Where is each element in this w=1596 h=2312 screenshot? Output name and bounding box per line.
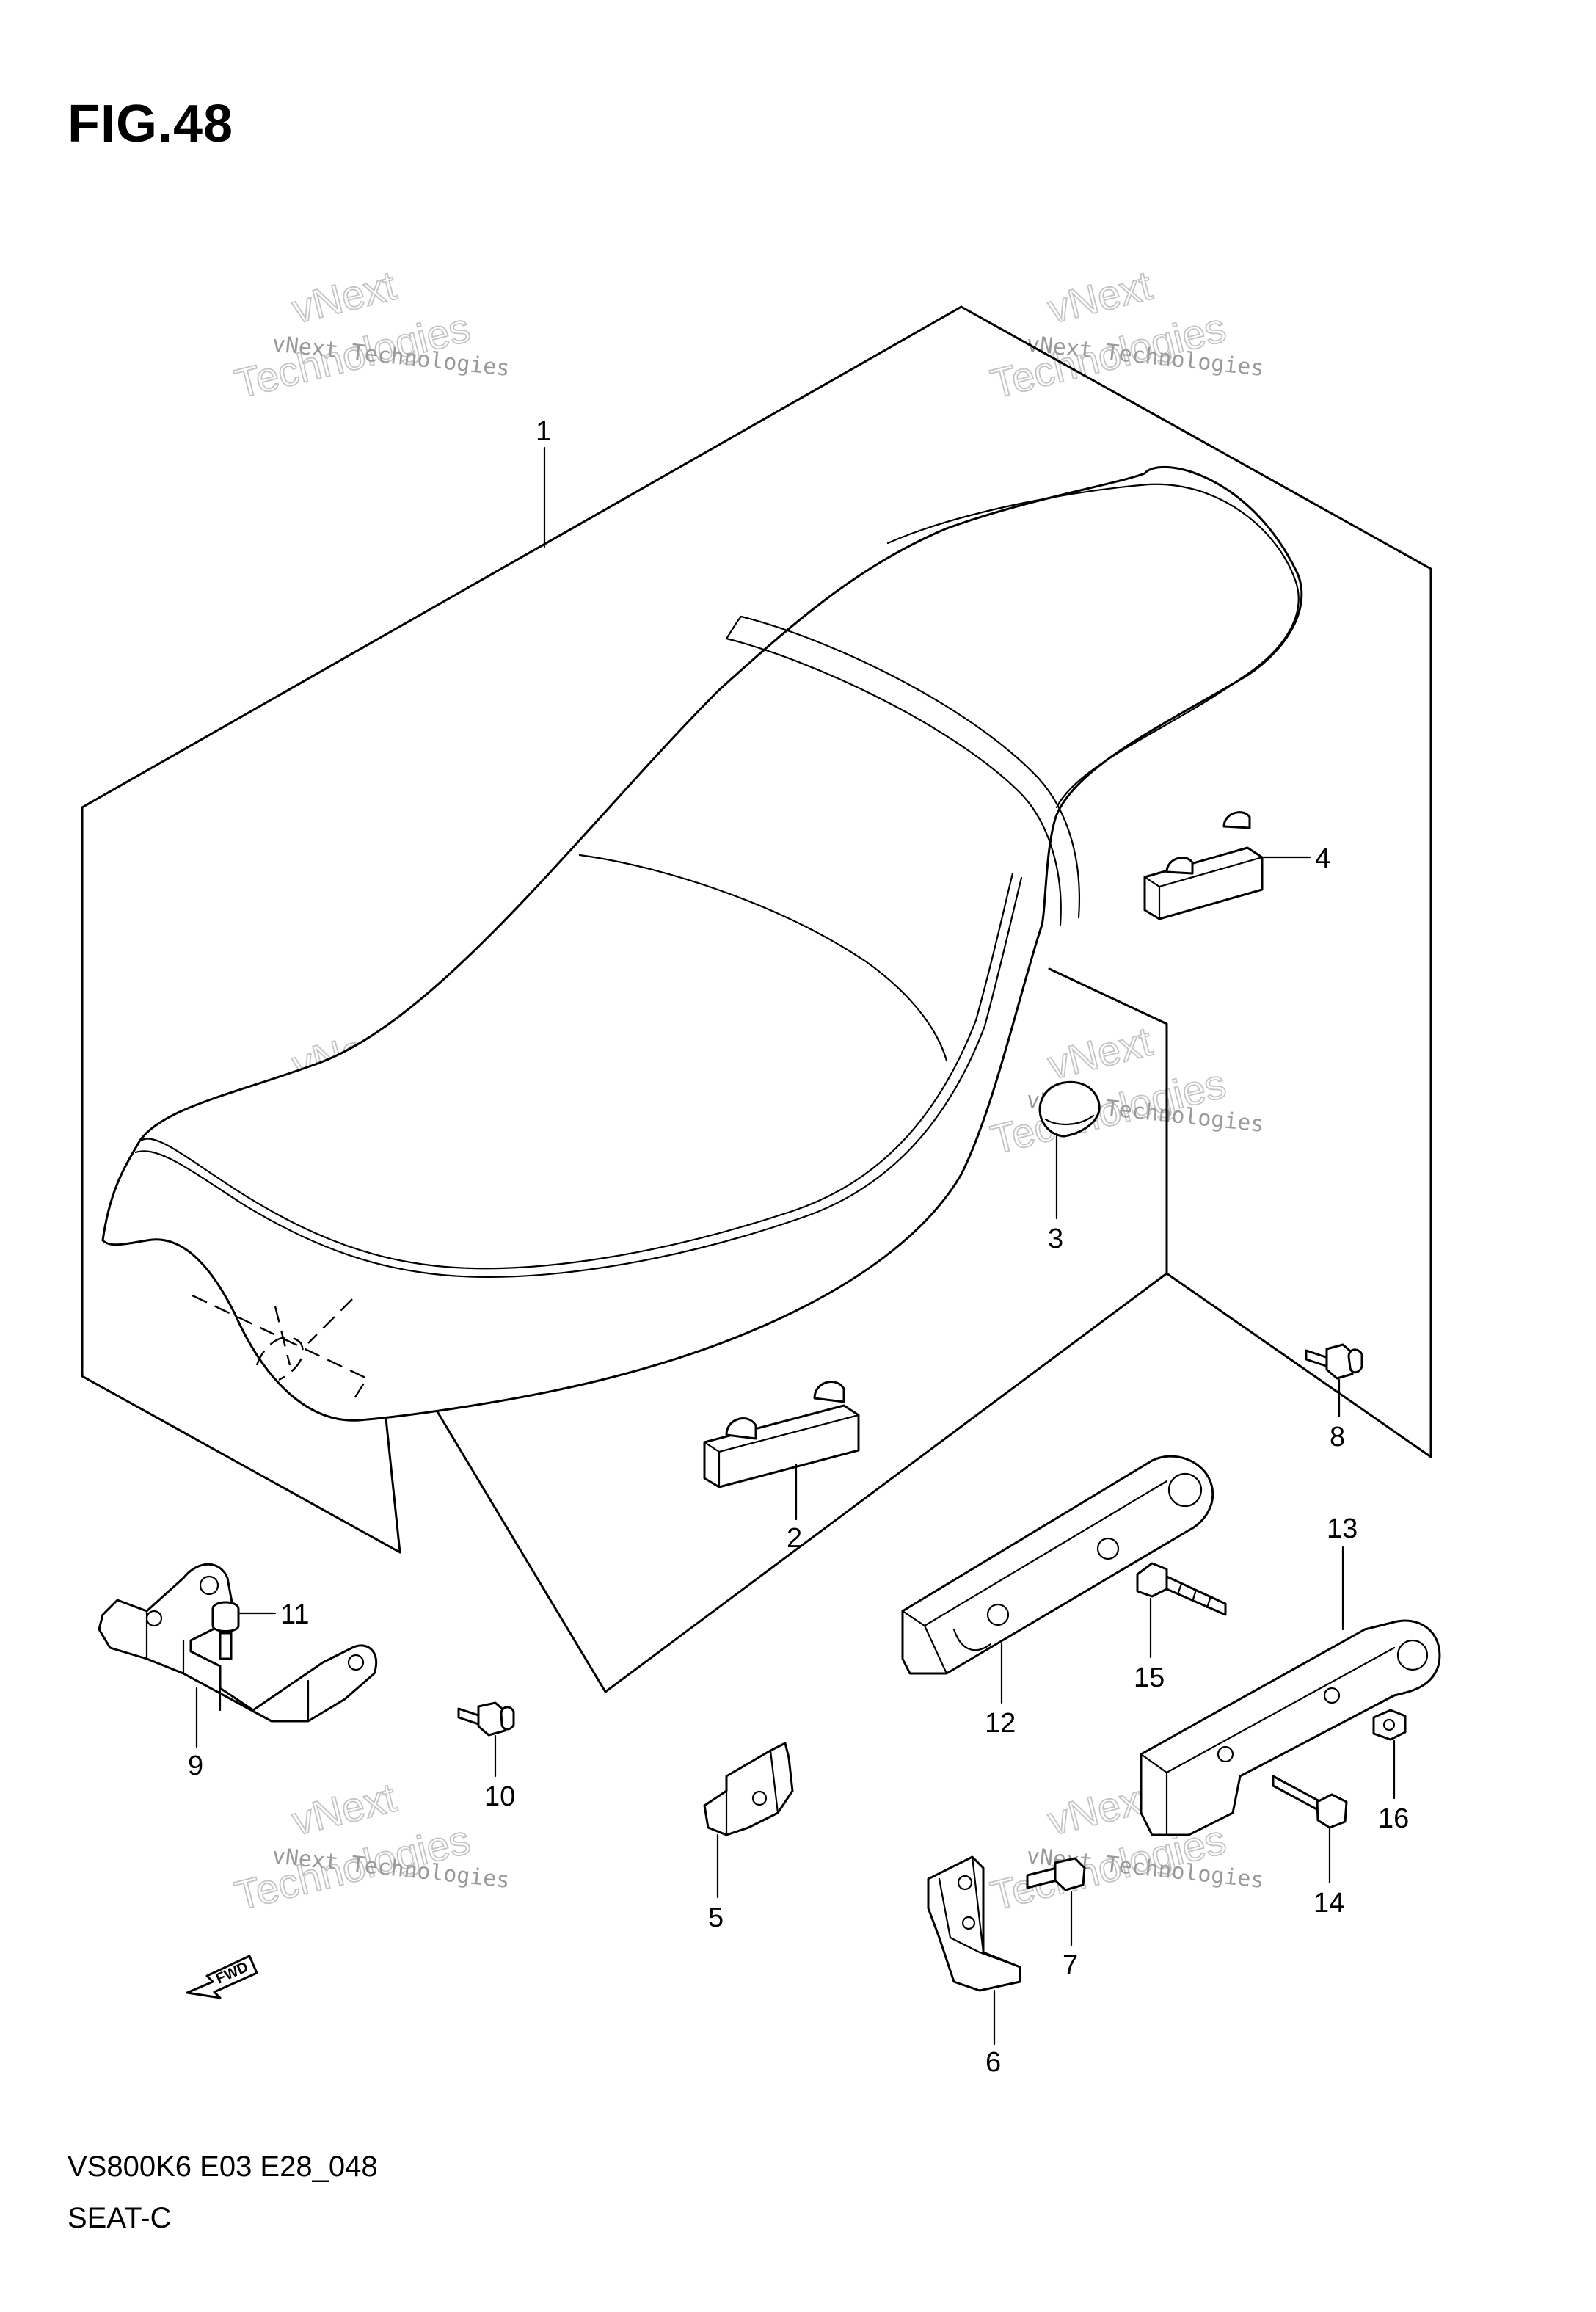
- callout-10: 10: [484, 1781, 515, 1812]
- callout-7: 7: [1063, 1950, 1078, 1981]
- cushion-part-4: [1143, 811, 1311, 920]
- watermark: vNext Technologies: [230, 261, 475, 407]
- callout-15: 15: [1134, 1662, 1165, 1693]
- seat-band-rear: [740, 615, 1081, 919]
- bracket-part-9: [98, 1563, 378, 1748]
- seat-rider-crease: [578, 854, 948, 1062]
- bracket-part-6: [927, 1855, 1021, 2046]
- screw-part-7: [1026, 1857, 1086, 1946]
- bolt-part-15: [1136, 1562, 1227, 1659]
- seat-body: [101, 465, 1303, 1422]
- callout-16: 16: [1378, 1803, 1409, 1834]
- seat-top-edge: [138, 872, 1014, 1270]
- bolt-part-11: [211, 1601, 277, 1660]
- section-name: SEAT-C: [68, 2202, 172, 2234]
- bolt-part-10: [457, 1701, 515, 1778]
- clip-part-5: [703, 1742, 794, 1899]
- watermark-large-top: vNext: [1043, 262, 1157, 332]
- callout-numbers: 1 2 3 4 5 6 7 8 9 10 11 12 13 14 15 16: [188, 416, 1409, 2078]
- fwd-arrow-icon: FWD: [186, 1955, 258, 1999]
- seat-assembly: [101, 465, 1303, 1422]
- seat-top-edge-inner: [134, 876, 1023, 1278]
- watermark-large-top: vNext: [288, 262, 401, 332]
- callout-13: 13: [1327, 1513, 1358, 1544]
- callout-6: 6: [985, 2047, 1001, 2078]
- callout-11: 11: [280, 1599, 309, 1630]
- watermark-large-top: vNext: [1043, 1018, 1157, 1088]
- callout-14: 14: [1313, 1888, 1344, 1919]
- seat-pillion-edge: [886, 483, 1300, 809]
- cushion-part-3: [1038, 1080, 1101, 1220]
- seat-band-top: [725, 615, 743, 640]
- callout-9: 9: [188, 1751, 203, 1781]
- callout-8: 8: [1330, 1422, 1345, 1453]
- watermark-large-top: vNext: [288, 1774, 401, 1844]
- callout-5: 5: [708, 1902, 724, 1933]
- seat-hidden-line: [192, 1294, 368, 1403]
- nut-part-16: [1372, 1709, 1407, 1800]
- cushion-part-2: [703, 1381, 860, 1521]
- seat-band-front: [725, 637, 1062, 926]
- bracket-part-12: [901, 1455, 1214, 1704]
- model-code: VS800K6 E03 E28_048: [68, 2151, 378, 2183]
- bolt-part-8: [1305, 1343, 1363, 1418]
- watermark-large-top: vNext: [1043, 1774, 1157, 1844]
- callout-1: 1: [536, 416, 551, 447]
- bracket-part-13: [1140, 1546, 1441, 1836]
- bolt-part-14: [1272, 1775, 1348, 1884]
- callout-12: 12: [985, 1708, 1016, 1739]
- callout-3: 3: [1048, 1224, 1063, 1254]
- seat-hidden-line-2: [255, 1336, 304, 1381]
- callout-2: 2: [787, 1523, 802, 1554]
- figure-title: FIG.48: [68, 95, 234, 153]
- callout-4: 4: [1315, 843, 1330, 874]
